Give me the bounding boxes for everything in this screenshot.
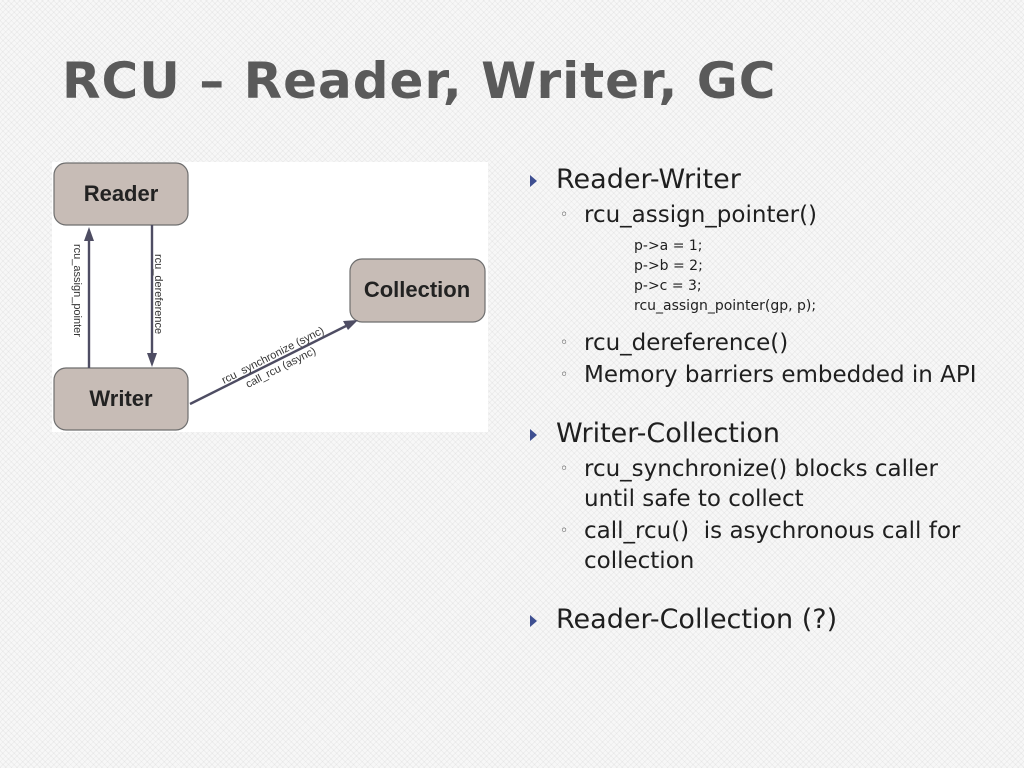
bullet-reader-collection-text: Reader-Collection (?)	[556, 604, 838, 635]
collection-node-label: Collection	[364, 277, 470, 302]
subbullet-call-rcu-text: call_rcu() is asychronous call for colle…	[584, 518, 968, 574]
subbullet-call-rcu: ◦ call_rcu() is asychronous call for col…	[524, 516, 994, 576]
section-reader-writer: Reader-Writer ◦ rcu_assign_pointer() p->…	[524, 162, 994, 390]
rcu-diagram: Reader Writer Collection rcu_assign_poin…	[52, 162, 488, 432]
subbullet-circle-icon: ◦	[560, 207, 569, 223]
code-line: p->a = 1;	[634, 238, 703, 254]
bullet-writer-collection: Writer-Collection	[524, 416, 994, 452]
bullet-writer-collection-text: Writer-Collection	[556, 418, 780, 449]
subbullet-rcu-synchronize-text: rcu_synchronize() blocks caller until sa…	[584, 456, 938, 512]
code-snippet: p->a = 1; p->b = 2; p->c = 3; rcu_assign…	[634, 236, 994, 316]
edge-writer-to-collection-arrowhead	[343, 320, 358, 330]
bullet-reader-collection: Reader-Collection (?)	[524, 602, 994, 638]
code-line: p->b = 2;	[634, 258, 703, 274]
section-reader-collection: Reader-Collection (?)	[524, 602, 994, 638]
code-line: p->c = 3;	[634, 278, 702, 294]
bullet-reader-writer-text: Reader-Writer	[556, 164, 741, 195]
diagram-canvas: Reader Writer Collection rcu_assign_poin…	[53, 162, 486, 431]
bullet-arrow-icon	[530, 429, 537, 441]
edge-reader-to-writer-label: rcu_dereference	[152, 254, 164, 334]
subbullet-rcu-assign-pointer: ◦ rcu_assign_pointer()	[524, 200, 994, 230]
writer-node-box	[53, 367, 189, 431]
subbullet-memory-barriers: ◦ Memory barriers embedded in API	[524, 360, 994, 390]
writer-node: Writer	[53, 367, 189, 431]
reader-node: Reader	[53, 162, 189, 226]
subbullet-circle-icon: ◦	[560, 523, 569, 539]
subbullet-rcu-synchronize: ◦ rcu_synchronize() blocks caller until …	[524, 454, 994, 514]
bullet-arrow-icon	[530, 175, 537, 187]
code-line: rcu_assign_pointer(gp, p);	[634, 298, 817, 314]
section-writer-collection: Writer-Collection ◦ rcu_synchronize() bl…	[524, 416, 994, 576]
collection-node: Collection	[349, 258, 486, 323]
subbullet-rcu-dereference-text: rcu_dereference()	[584, 330, 789, 356]
edge-writer-to-reader-label: rcu_assign_pointer	[71, 244, 83, 337]
subbullet-rcu-assign-pointer-text: rcu_assign_pointer()	[584, 202, 818, 228]
edge-writer-to-reader-arrowhead	[84, 227, 94, 241]
bullet-arrow-icon	[530, 615, 537, 627]
edge-writer-to-reader: rcu_assign_pointer	[71, 227, 94, 368]
writer-node-label: Writer	[89, 386, 153, 411]
slide-title: RCU – Reader, Writer, GC	[62, 52, 777, 110]
reader-node-box	[53, 162, 189, 226]
subbullet-rcu-dereference: ◦ rcu_dereference()	[524, 328, 994, 358]
edge-writer-to-collection-line	[189, 324, 347, 406]
subbullet-circle-icon: ◦	[560, 367, 569, 383]
edge-reader-to-writer-arrowhead	[147, 353, 157, 367]
subbullet-circle-icon: ◦	[560, 335, 569, 351]
subbullet-memory-barriers-text: Memory barriers embedded in API	[584, 362, 977, 388]
collection-node-box	[349, 258, 486, 323]
bullet-reader-writer: Reader-Writer	[524, 162, 994, 198]
subbullet-circle-icon: ◦	[560, 461, 569, 477]
edge-reader-to-writer: rcu_dereference	[147, 225, 164, 367]
bullet-content: Reader-Writer ◦ rcu_assign_pointer() p->…	[524, 162, 994, 664]
reader-node-label: Reader	[84, 181, 159, 206]
edge-writer-to-collection: rcu_synchronize (sync) call_rcu (async)	[189, 320, 358, 406]
